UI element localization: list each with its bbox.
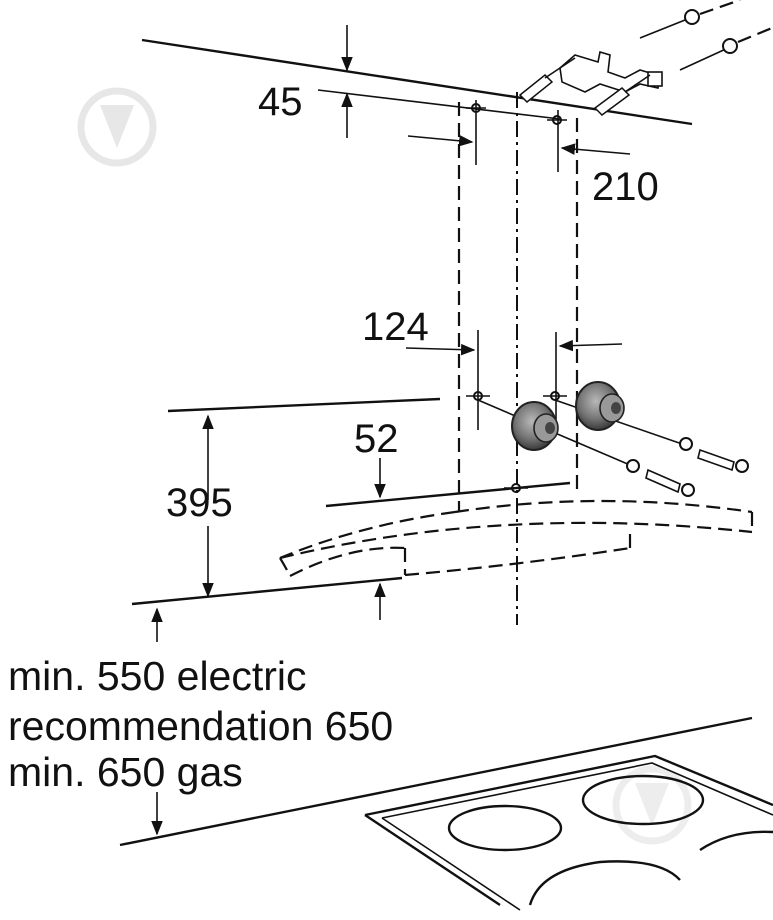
hood-canopy-outline bbox=[279, 499, 754, 577]
worktop-back-edge bbox=[119, 716, 753, 847]
wall-anchor-right-icon bbox=[575, 381, 625, 431]
watermark-shield-icon-bottom bbox=[612, 765, 692, 845]
ceiling-line bbox=[141, 38, 693, 126]
dim-52-reference-line bbox=[325, 481, 571, 508]
wall-plug-right-icon bbox=[679, 437, 749, 473]
hood-top-reference-line bbox=[167, 397, 441, 413]
dimension-52-label: 52 bbox=[354, 417, 399, 461]
wall-plug-left-icon bbox=[626, 459, 695, 497]
dim-210-arrow-right bbox=[560, 143, 631, 155]
wall-anchor-left-icon bbox=[511, 401, 559, 451]
dimension-395-label: 395 bbox=[166, 481, 233, 525]
min-height-electric-note: min. 550 electric bbox=[8, 653, 307, 699]
dimension-124-label: 124 bbox=[362, 305, 429, 349]
watermark-shield-icon bbox=[77, 87, 157, 167]
burner-back-right bbox=[581, 774, 705, 826]
burner-front-left bbox=[528, 860, 681, 906]
burner-back-left bbox=[447, 804, 563, 852]
dimension-210-label: 210 bbox=[592, 165, 659, 209]
min-height-gas-note: min. 650 gas bbox=[8, 749, 243, 795]
dimension-45-label: 45 bbox=[258, 80, 303, 124]
hood-bottom-reference-line bbox=[131, 576, 403, 606]
dim-124-arrow-right bbox=[558, 339, 623, 352]
dim-124-arrow-left bbox=[405, 343, 476, 356]
recommended-height-note: recommendation 650 bbox=[8, 703, 394, 749]
ceiling-offset-line bbox=[317, 89, 561, 120]
burner-front-right bbox=[699, 830, 773, 851]
wall-bracket bbox=[559, 50, 663, 93]
dim-210-arrow-left bbox=[407, 135, 474, 147]
top-screws bbox=[518, 0, 773, 116]
cooktop bbox=[364, 754, 773, 911]
